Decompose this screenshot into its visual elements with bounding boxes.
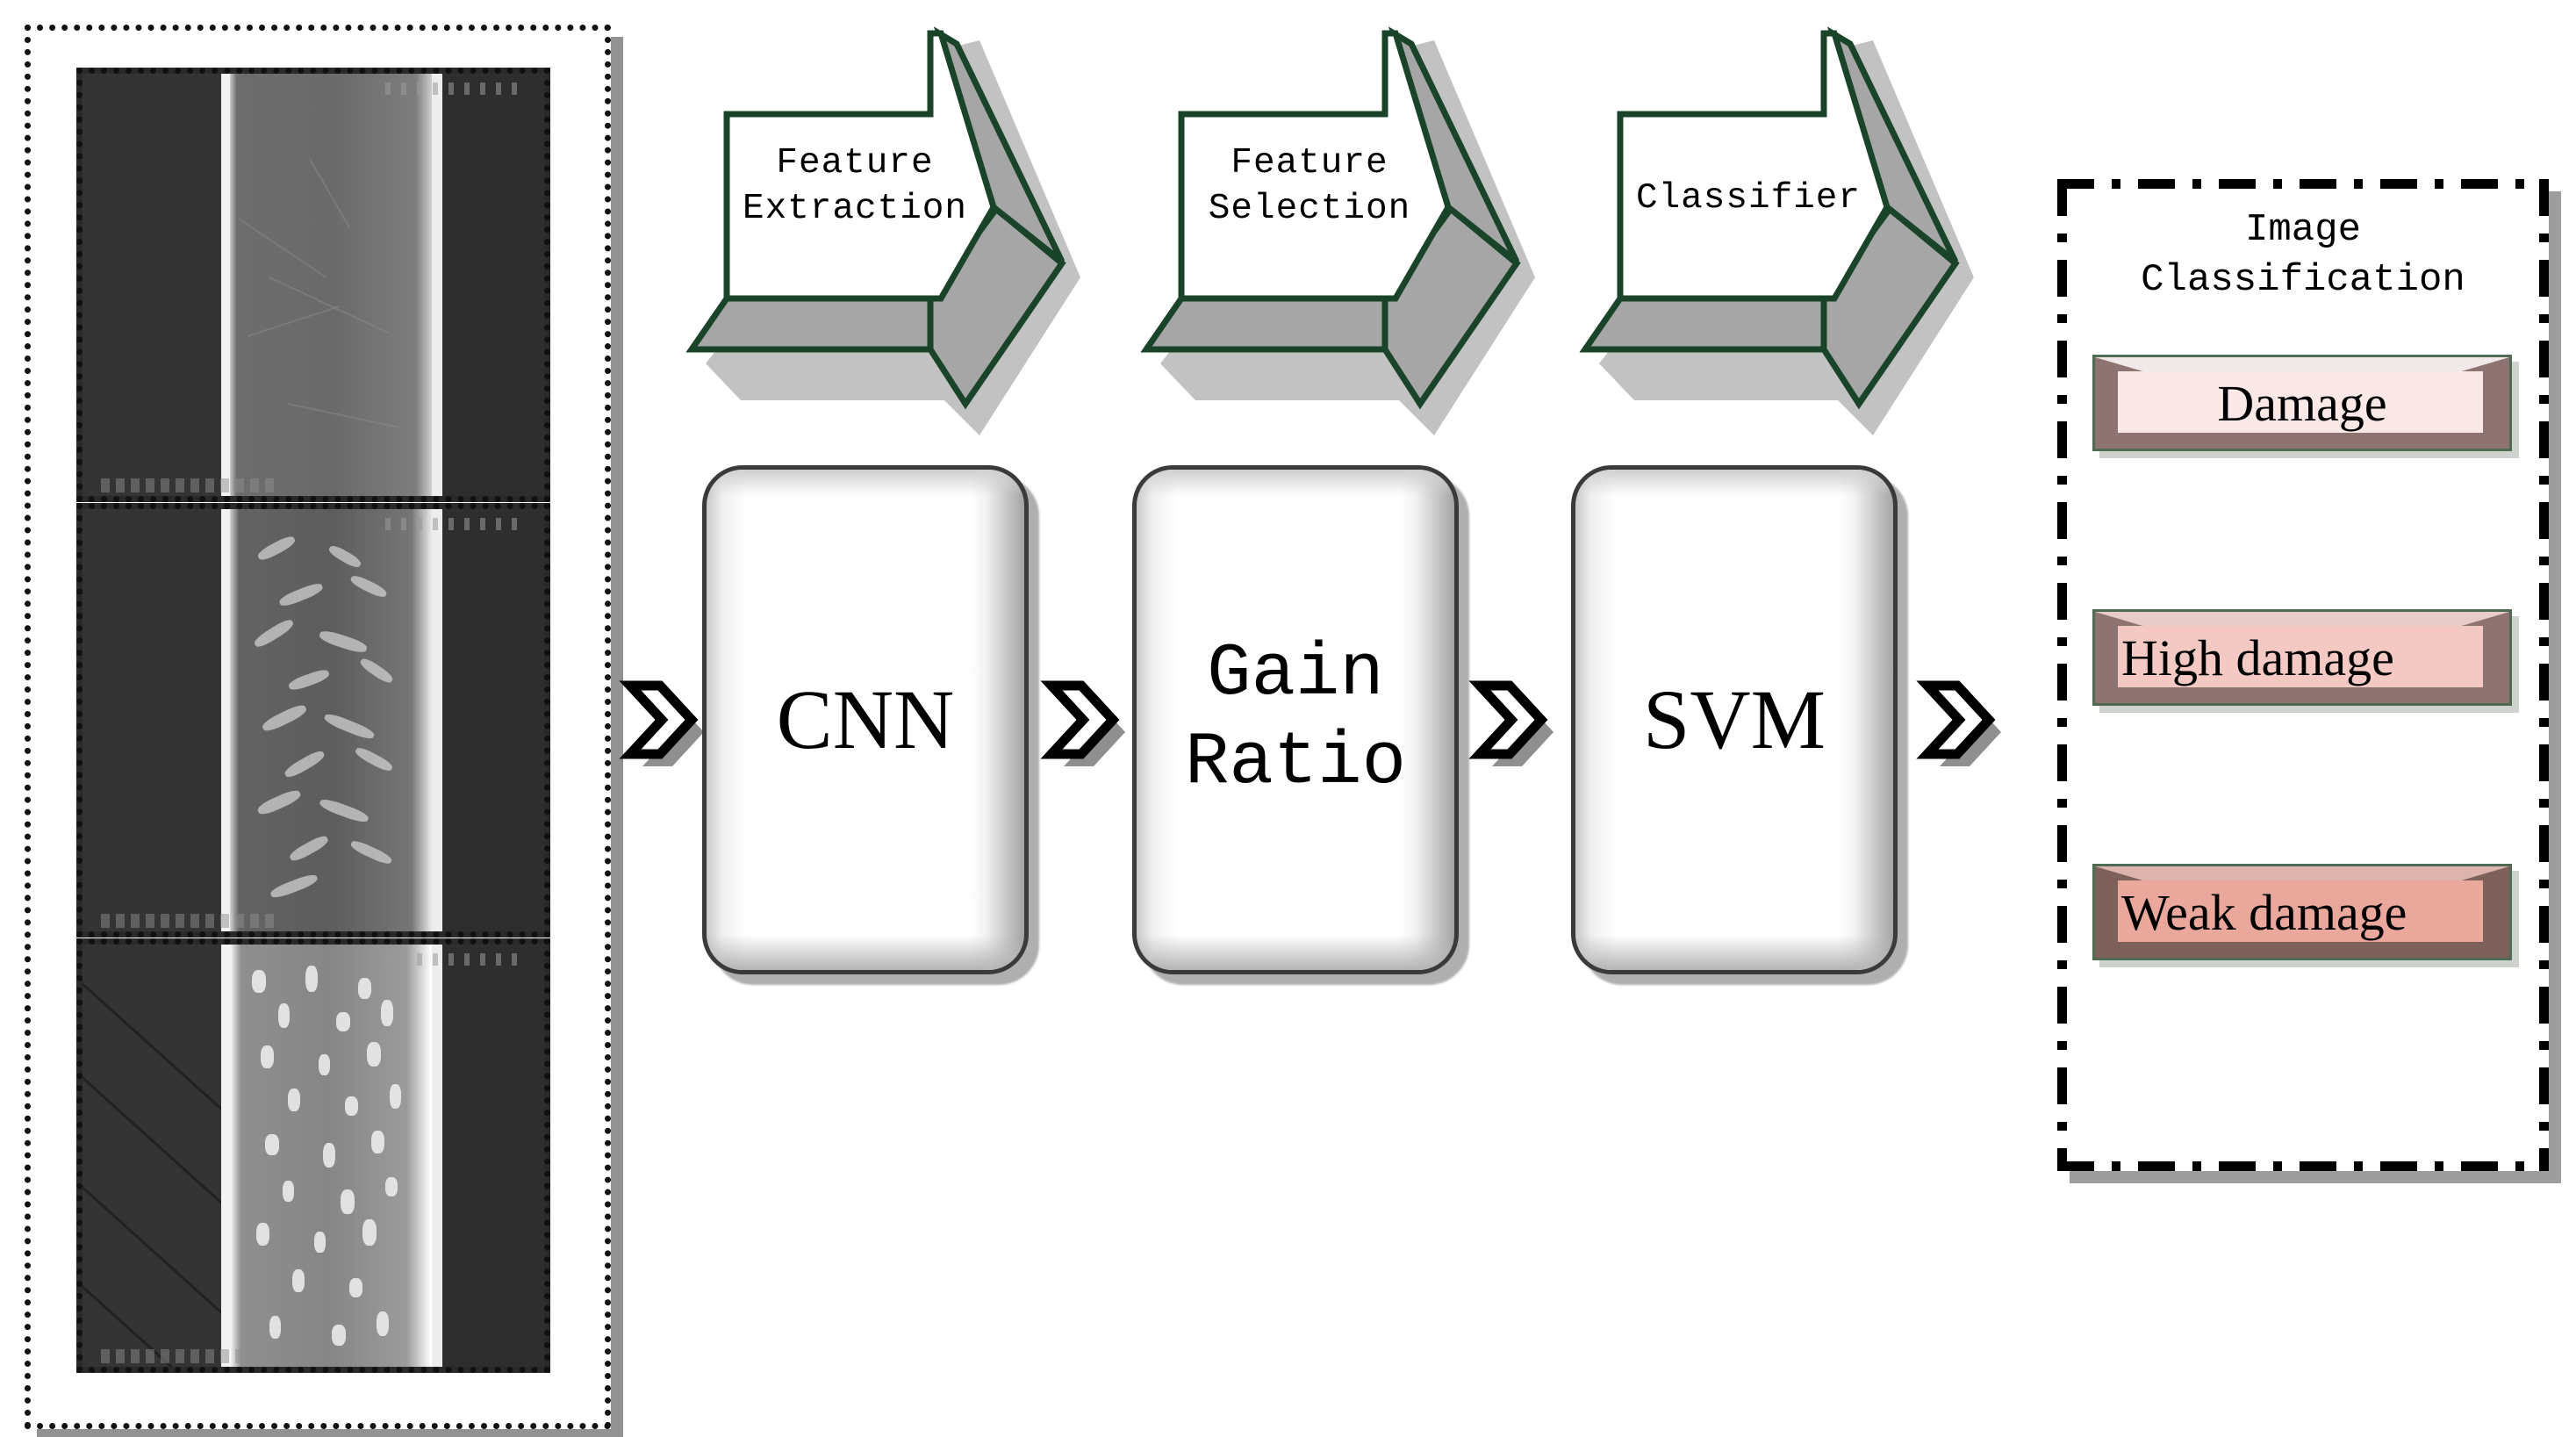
class-badge-label: Damage	[2217, 374, 2387, 432]
bevel-faces	[2095, 612, 2509, 703]
chevron-right-icon	[614, 663, 704, 768]
class-badge-label: High damage	[2121, 629, 2394, 686]
stage-box-body	[1132, 465, 1459, 974]
bevel-faces	[2095, 357, 2509, 449]
block-arrow-label: Classifier	[1635, 178, 1862, 219]
bevel-faces	[2095, 866, 2509, 958]
chevron-right-icon	[1464, 663, 1553, 768]
class-badge-damage[interactable]: Damage	[2092, 355, 2512, 451]
chevron-right-icon	[1912, 663, 2001, 768]
block-arrow-feature-extraction: Feature Extraction	[676, 9, 1088, 435]
block-arrow-label: Feature Selection	[1208, 143, 1411, 230]
panel-title: Image Classification	[2141, 208, 2465, 303]
class-badge-high-damage[interactable]: High damage	[2092, 609, 2512, 706]
image-classification-panel: Image Classification Damage High damage	[2057, 179, 2549, 1171]
sem-image-1	[76, 68, 550, 502]
input-image-panel	[25, 25, 611, 1429]
stage-box-label: Gain Ratio	[1184, 633, 1407, 805]
chevron-right-icon	[1036, 663, 1125, 768]
block-arrow-feature-selection: Feature Selection	[1130, 9, 1543, 435]
stage-box-cnn: CNN	[702, 465, 1039, 985]
stage-box-body	[1571, 465, 1898, 974]
stage-box-svm: SVM	[1571, 465, 1908, 985]
class-badge-weak-damage[interactable]: Weak damage	[2092, 864, 2512, 960]
block-arrow-classifier: Classifier	[1569, 9, 1982, 435]
sem-image-stack	[76, 68, 550, 1373]
block-arrow-label: Feature Extraction	[742, 143, 968, 230]
sem-image-2	[76, 503, 550, 938]
sem-image-3	[76, 938, 550, 1373]
class-badge-label: Weak damage	[2121, 883, 2407, 941]
stage-box-gain-ratio: Gain Ratio	[1132, 465, 1469, 985]
stage-box-label: CNN	[776, 672, 955, 766]
stage-box-body	[702, 465, 1029, 974]
stage-box-label: SVM	[1642, 672, 1826, 766]
